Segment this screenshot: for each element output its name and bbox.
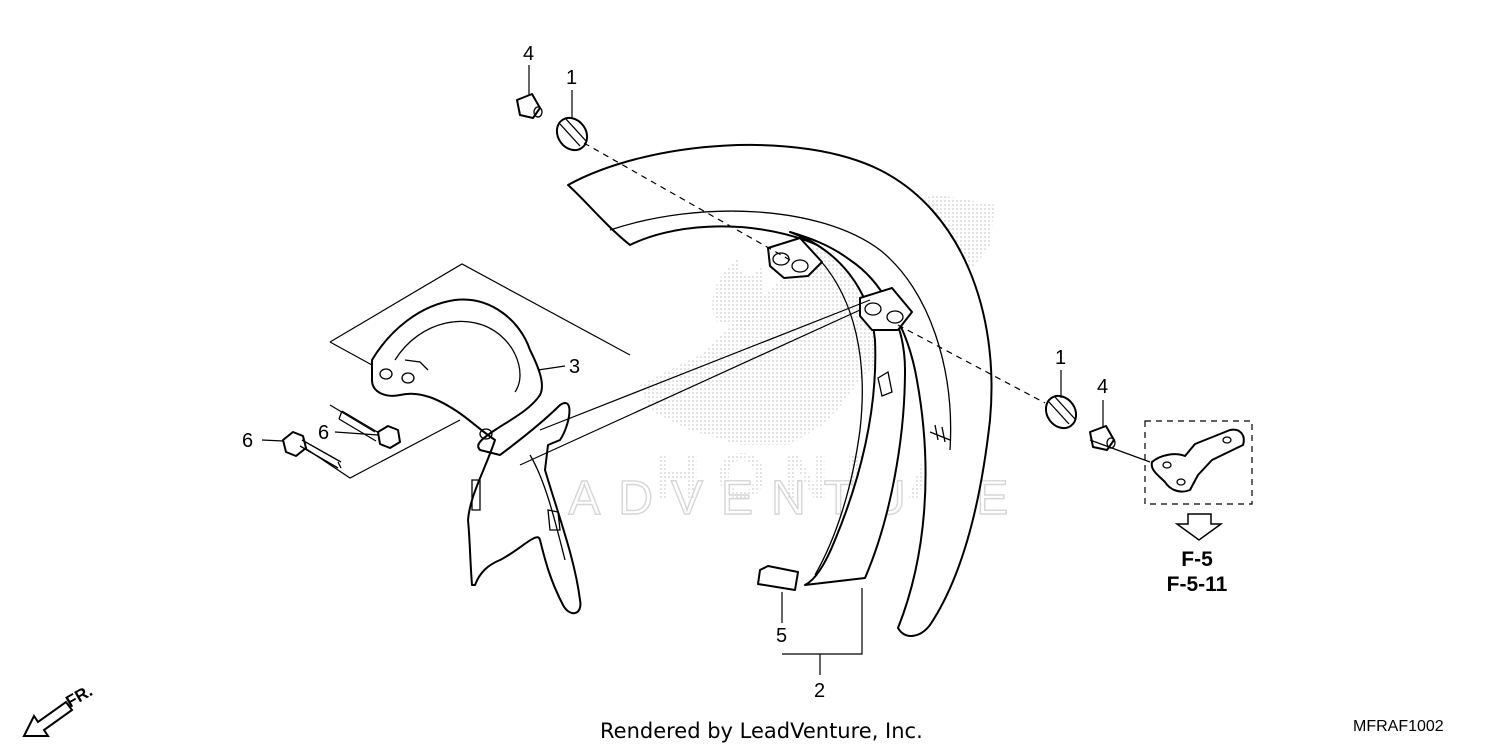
callout-labels: 1 4 1 4 3 6 6 5 2 [242, 43, 1108, 702]
grommet-right [1044, 394, 1078, 430]
wing-flame-watermark [712, 255, 765, 330]
callout-4-right: 4 [1097, 376, 1108, 398]
front-arrow-icon [22, 700, 74, 737]
grommet-top [555, 116, 589, 152]
watermark-brand: HONDA [655, 440, 970, 512]
reference-f5[interactable]: F-5 [1181, 548, 1213, 571]
cross-references: F-5 F-5-11 [1167, 548, 1228, 596]
watermark-text: LEADVENTURE [474, 472, 1027, 525]
reference-arrow-icon [1174, 513, 1224, 541]
collar-top [516, 93, 543, 119]
alignment-lines [519, 142, 1151, 466]
callout-1-top: 1 [566, 67, 577, 89]
callout-3: 3 [569, 356, 580, 378]
cap [757, 565, 799, 591]
callout-6-left: 6 [242, 430, 253, 452]
callout-2: 2 [814, 680, 825, 702]
reference-f5-11[interactable]: F-5-11 [1167, 573, 1228, 596]
bracket-reference [1144, 420, 1253, 541]
front-direction-indicator: FR. [22, 681, 96, 737]
diagram-code: MFRAF1002 [1353, 718, 1444, 735]
leader-lines [261, 65, 1104, 675]
fork-brace [371, 298, 582, 615]
bolt-left [282, 431, 342, 469]
callout-6-right: 6 [318, 422, 329, 444]
render-credit: Rendered by LeadVenture, Inc. [600, 719, 923, 743]
callout-5: 5 [776, 625, 787, 647]
callout-1-right: 1 [1055, 347, 1066, 369]
assembly-outline [304, 263, 631, 479]
callout-4-top: 4 [523, 43, 534, 65]
collar-right [1089, 425, 1116, 451]
front-fender [567, 143, 993, 637]
